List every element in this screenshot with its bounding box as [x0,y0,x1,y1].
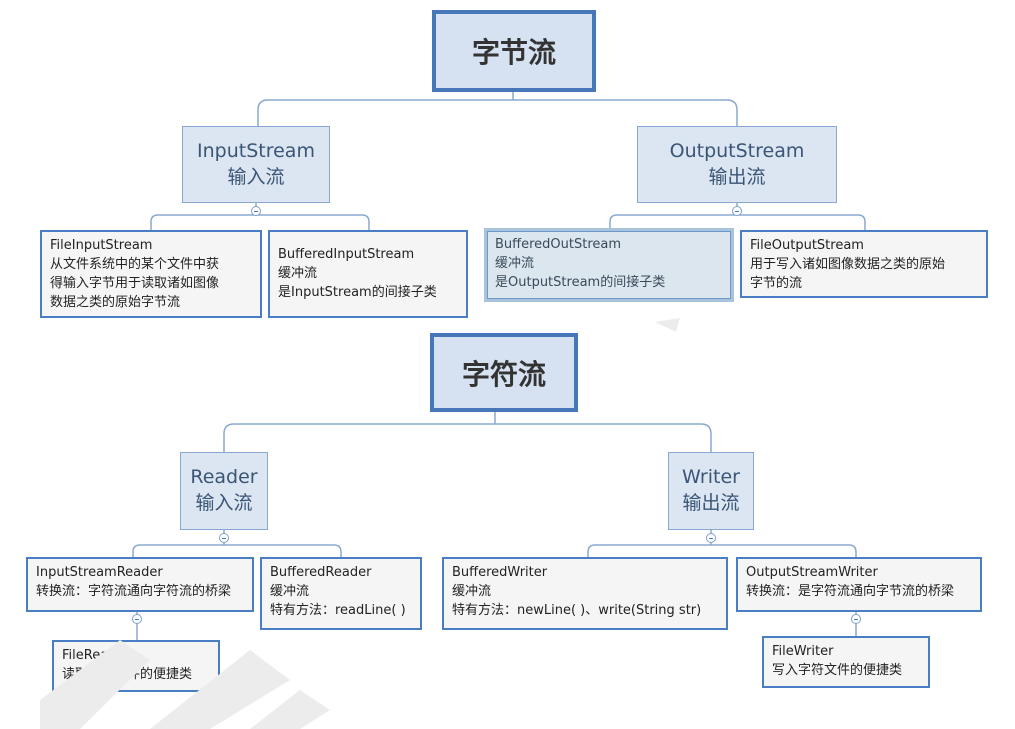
node-title: BufferedInputStream [278,247,415,262]
node-desc: 写入字符文件的便捷类 [772,662,903,678]
node-desc: 是OutputStream的间接子类 [495,274,666,290]
node-desc: 从文件系统中的某个文件中获 [50,256,220,272]
node-desc: 用于写入诸如图像数据之类的原始 [750,256,946,272]
node-desc: 缓冲流 [278,265,318,281]
file-reader-node: FileReader 读取字符文件的便捷类 [52,640,220,692]
collapse-toggle-icon[interactable] [251,206,261,216]
node-title: FileInputStream [50,238,153,253]
reader-node: Reader 输入流 [180,452,268,530]
file-output-stream-node: FileOutputStream 用于写入诸如图像数据之类的原始 字节的流 [740,230,988,298]
input-stream-cn: 输入流 [227,165,285,188]
node-desc: 字节的流 [750,275,803,291]
writer-node: Writer 输出流 [668,452,754,530]
writer-name: Writer [682,466,740,489]
input-stream-reader-node: InputStreamReader 转换流：字符流通向字符流的桥梁 [26,557,254,612]
node-desc: 得输入字节用于读取诸如图像 [50,275,220,291]
node-desc: 转换流：字符流通向字符流的桥梁 [36,583,232,599]
node-desc: 数据之类的原始字节流 [50,294,181,310]
node-title: FileWriter [772,644,834,659]
output-stream-name: OutputStream [669,139,805,162]
buffered-writer-node: BufferedWriter 缓冲流 特有方法：newLine( )、write… [442,557,728,630]
node-title: InputStreamReader [36,565,163,580]
node-title: BufferedWriter [452,565,548,580]
input-stream-node: InputStream 输入流 [182,126,330,203]
node-title: OutputStreamWriter [746,565,878,580]
collapse-toggle-icon[interactable] [851,614,861,624]
node-title: BufferedOutStream [495,237,622,252]
node-desc: 是InputStream的间接子类 [278,284,437,300]
output-stream-cn: 输出流 [708,165,766,188]
collapse-toggle-icon[interactable] [706,533,716,543]
node-desc: 特有方法：readLine( ) [270,602,406,618]
input-stream-name: InputStream [197,139,315,162]
collapse-toggle-icon[interactable] [219,533,229,543]
node-desc: 缓冲流 [495,255,535,271]
collapse-toggle-icon[interactable] [732,206,742,216]
node-title: FileOutputStream [750,238,864,253]
node-title: BufferedReader [270,565,372,580]
byte-stream-title: 字节流 [432,10,596,92]
output-stream-writer-node: OutputStreamWriter 转换流：是字符流通向字节流的桥梁 [736,557,982,612]
node-title: FileReader [62,648,130,663]
reader-name: Reader [190,466,258,489]
node-desc: 转换流：是字符流通向字节流的桥梁 [746,583,955,599]
output-stream-node: OutputStream 输出流 [637,126,837,203]
node-desc: 读取字符文件的便捷类 [62,666,193,682]
node-desc: 缓冲流 [270,583,310,599]
file-input-stream-node: FileInputStream 从文件系统中的某个文件中获 得输入字节用于读取诸… [40,230,262,318]
buffered-reader-node: BufferedReader 缓冲流 特有方法：readLine( ) [260,557,422,630]
reader-cn: 输入流 [195,492,253,514]
writer-cn: 输出流 [682,492,740,514]
file-writer-node: FileWriter 写入字符文件的便捷类 [762,636,930,688]
node-desc: 特有方法：newLine( )、write(String str) [452,602,702,618]
node-desc: 缓冲流 [452,583,492,599]
buffered-output-stream-node: BufferedOutStream 缓冲流 是OutputStream的间接子类 [484,228,734,302]
char-stream-title: 字符流 [430,333,578,412]
collapse-toggle-icon[interactable] [132,614,142,624]
buffered-input-stream-node: BufferedInputStream 缓冲流 是InputStream的间接子… [268,230,468,318]
